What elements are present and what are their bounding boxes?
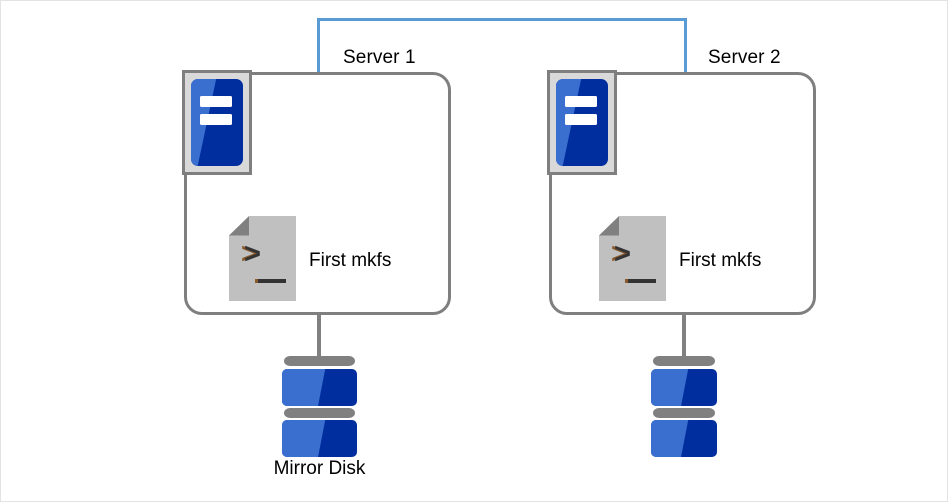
server-icon-body — [556, 79, 608, 166]
prompt-glyph: > — [614, 238, 631, 270]
server-1-disk-connector — [317, 314, 321, 360]
server-icon-bar-bottom — [200, 113, 232, 126]
disk-platter-1 — [651, 369, 717, 406]
interconnect-right-drop — [684, 18, 687, 73]
interconnect-top-line — [317, 18, 687, 21]
server-icon-bar-bottom — [565, 113, 597, 126]
server-icon — [547, 70, 617, 175]
prompt-glyph-shadow: > — [611, 238, 628, 270]
terminal-document-icon: > > — [229, 216, 296, 301]
server-2-item-label: First mkfs — [679, 250, 762, 271]
prompt-glyph-shadow: > — [241, 238, 258, 270]
disk-plate-top — [653, 356, 715, 366]
disk-plate-middle — [284, 408, 355, 418]
server-1-item-label: First mkfs — [309, 250, 392, 271]
server-icon-body — [191, 79, 243, 166]
disk-platter-2 — [651, 420, 717, 457]
prompt-glyph: > — [244, 238, 261, 270]
disk-plate-middle — [653, 408, 715, 418]
server-2-label: Server 2 — [708, 47, 781, 68]
server-icon-bar-top — [200, 95, 232, 107]
server-1-label: Server 1 — [343, 47, 416, 68]
interconnect-left-drop — [317, 18, 320, 73]
disk-platter-2 — [282, 420, 357, 457]
server-2-box[interactable] — [549, 72, 816, 315]
cursor-glyph — [258, 279, 286, 283]
server-icon-bar-top — [565, 95, 597, 107]
disk-plate-top — [284, 356, 355, 366]
disk-platter-1 — [282, 369, 357, 406]
server-2-disk-stack — [651, 356, 717, 457]
cursor-glyph — [628, 279, 656, 283]
server-icon — [182, 70, 252, 175]
document-fold-corner — [229, 216, 250, 236]
document-fold-corner — [599, 216, 620, 236]
terminal-document-icon: > > — [599, 216, 666, 301]
server-2-disk-connector — [682, 314, 686, 360]
mirror-disk-label: Mirror Disk — [273, 458, 366, 479]
server-1-disk-stack — [282, 356, 357, 457]
